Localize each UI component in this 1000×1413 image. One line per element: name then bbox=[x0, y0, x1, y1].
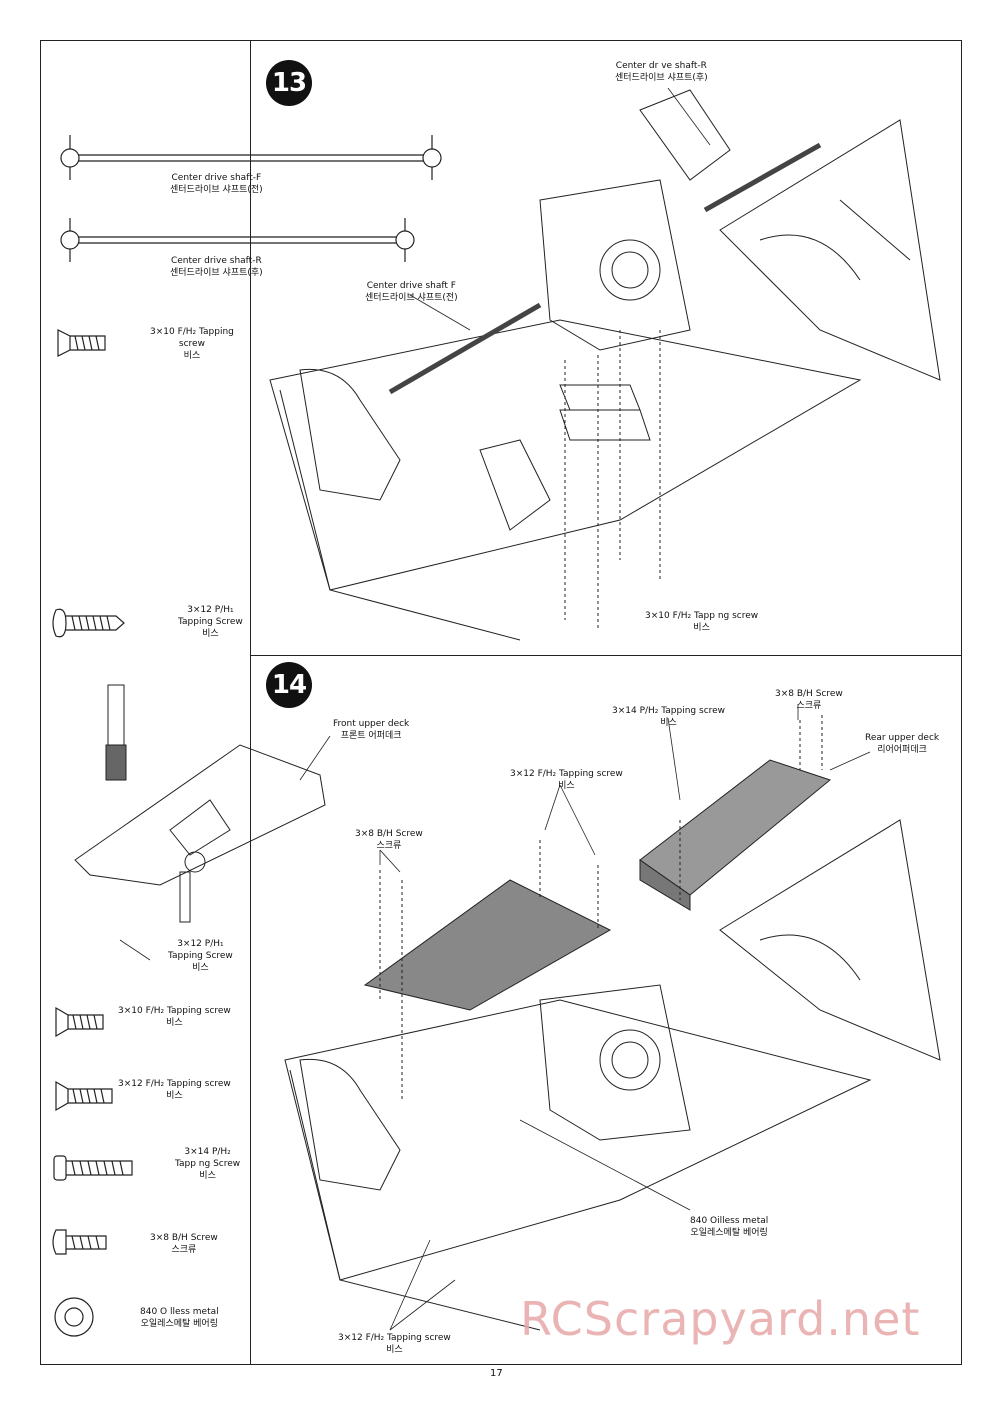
shaft-f-part-icon bbox=[60, 135, 442, 180]
page-frame bbox=[40, 40, 962, 1365]
step-13-chassis-drawing bbox=[269, 89, 941, 641]
center-shaft-f-drawn bbox=[388, 302, 542, 395]
shaft-r-part-icon bbox=[60, 218, 415, 262]
screw-3x8-bh-icon bbox=[52, 1229, 107, 1255]
screw-3x10-fh-icon-2 bbox=[55, 1006, 104, 1038]
step-divider bbox=[250, 655, 962, 656]
screw-3x12-ph-icon bbox=[52, 608, 125, 638]
page-number: 17 bbox=[490, 1368, 503, 1379]
column-divider bbox=[250, 40, 251, 1365]
screw-3x10-fh-icon bbox=[57, 329, 106, 357]
bearing-icon bbox=[54, 1297, 94, 1337]
step-14-chassis-drawing bbox=[284, 715, 941, 1331]
center-shaft-r-drawn bbox=[703, 142, 822, 213]
screw-3x14-ph-icon bbox=[53, 1155, 133, 1181]
front-upper-deck-part-icon bbox=[74, 684, 326, 923]
step-13-badge: 13 bbox=[266, 60, 312, 106]
watermark: RCScrapyard.net bbox=[520, 1292, 921, 1346]
step-14-badge: 14 bbox=[266, 662, 312, 708]
screw-3x12-fh-icon bbox=[55, 1080, 113, 1112]
